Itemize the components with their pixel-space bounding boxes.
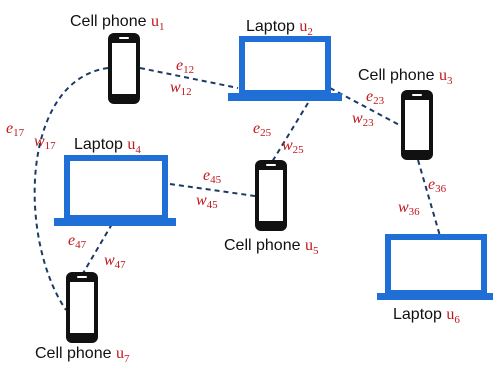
phone-u7 (66, 272, 98, 343)
edge-label-w47: w47 (104, 252, 126, 271)
edge-label-w36: w36 (398, 199, 420, 218)
edge-label-e17: e17 (6, 120, 25, 139)
laptop-u4 (54, 155, 176, 226)
phone-u1 (108, 33, 140, 104)
phone-u5 (255, 160, 287, 231)
edge-label-e25: e25 (253, 120, 272, 139)
edge-u3-u6 (417, 159, 441, 237)
edge-label-w12: w12 (170, 79, 192, 98)
phone-speaker (412, 94, 422, 96)
edge-label-e12: e12 (176, 57, 194, 76)
node-label-u2: Laptop u2 (246, 18, 313, 38)
laptop-u6 (377, 234, 493, 300)
laptop-base (228, 93, 342, 101)
node-label-u1: Cell phone u1 (70, 13, 164, 33)
phone-speaker (119, 37, 129, 39)
edges (33, 67, 441, 311)
edge-u1-u7 (33, 67, 109, 311)
laptop-base (377, 293, 493, 300)
edge-label-w23: w23 (352, 110, 374, 129)
phone-u3 (401, 90, 433, 160)
edge-label-w25: w25 (282, 137, 304, 156)
phone-speaker (266, 164, 276, 166)
phone-screen (112, 43, 136, 94)
edge-label-e23: e23 (366, 88, 385, 107)
phone-screen (405, 100, 429, 150)
laptop-base (54, 218, 176, 226)
phone-screen (259, 170, 283, 221)
edge-u1-u2 (139, 67, 239, 89)
edge-u4-u7 (81, 223, 113, 276)
node-label-u5: Cell phone u5 (224, 237, 319, 257)
laptop-screen (239, 36, 331, 96)
node-label-u6: Laptop u6 (393, 306, 460, 326)
phone-screen (70, 282, 94, 333)
edge-label-w45: w45 (196, 192, 218, 211)
edge-label-w17: w17 (34, 133, 56, 152)
phone-speaker (77, 276, 87, 278)
node-label-u3: Cell phone u3 (358, 67, 453, 87)
node-label-u4: Laptop u4 (74, 136, 141, 156)
edge-label-e45: e45 (203, 167, 222, 186)
node-label-u7: Cell phone u7 (35, 345, 130, 365)
laptop-screen (64, 155, 168, 221)
edge-label-e47: e47 (68, 232, 87, 251)
laptop-u2 (228, 36, 342, 101)
edge-u2-u5 (271, 102, 309, 163)
laptop-screen (385, 234, 487, 296)
edge-label-e36: e36 (428, 176, 447, 195)
